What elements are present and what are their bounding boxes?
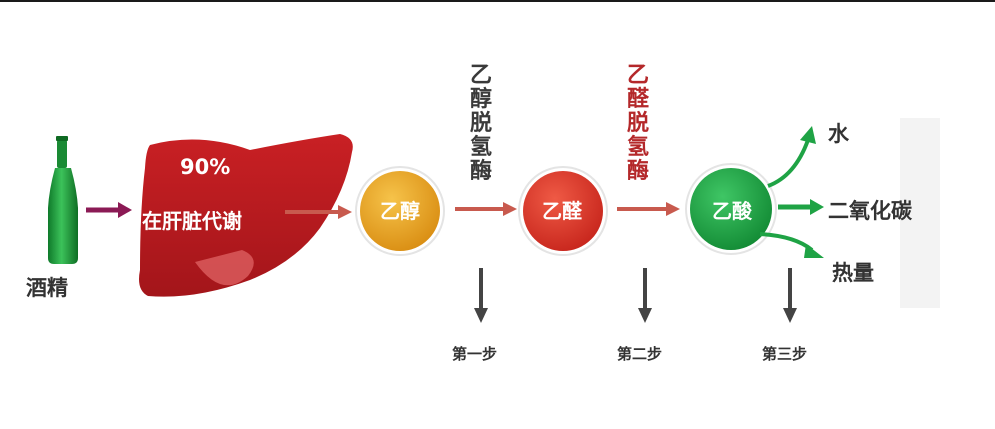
step-1-label: 第一步 — [452, 345, 498, 363]
water-arrow — [767, 126, 816, 188]
liver-to-ethanol-arrow — [285, 205, 352, 219]
step-3-arrow — [783, 268, 797, 323]
background-panel — [900, 118, 940, 308]
step-2-arrow — [638, 268, 652, 323]
acetic-acid-circle — [685, 163, 777, 255]
ethanol-circle — [355, 166, 445, 256]
step-1-arrow — [474, 268, 488, 323]
heat-arrow — [759, 232, 824, 258]
alcohol-dehydrogenase-label: 乙醇脱氢酶 — [469, 63, 492, 184]
liver-metabolism-label: 在肝脏代谢 — [142, 209, 242, 233]
co2-arrow — [778, 199, 824, 215]
aldehyde-dehydrogenase-label: 乙醛脱氢酶 — [626, 63, 649, 184]
ethanol-label: 乙醇 — [380, 199, 420, 223]
liver-percent-label: 90% — [180, 155, 231, 179]
acetic-acid-label: 乙酸 — [712, 199, 752, 223]
liver-icon — [139, 134, 353, 297]
acetaldehyde-circle — [518, 166, 608, 256]
heat-label: 热量 — [832, 261, 874, 285]
ethanol-to-acetaldehyde-arrow — [455, 202, 517, 216]
acetaldehyde-to-acid-arrow — [617, 202, 680, 216]
step-3-label: 第三步 — [762, 345, 808, 363]
top-border-line — [0, 0, 995, 2]
carbon-dioxide-label: 二氧化碳 — [828, 199, 912, 223]
acetaldehyde-label: 乙醛 — [542, 199, 582, 223]
alcohol-bottle-icon — [48, 136, 78, 264]
water-label: 水 — [828, 122, 849, 146]
alcohol-label: 酒精 — [26, 276, 68, 300]
step-2-label: 第二步 — [617, 345, 663, 363]
bottle-to-liver-arrow — [86, 202, 132, 218]
